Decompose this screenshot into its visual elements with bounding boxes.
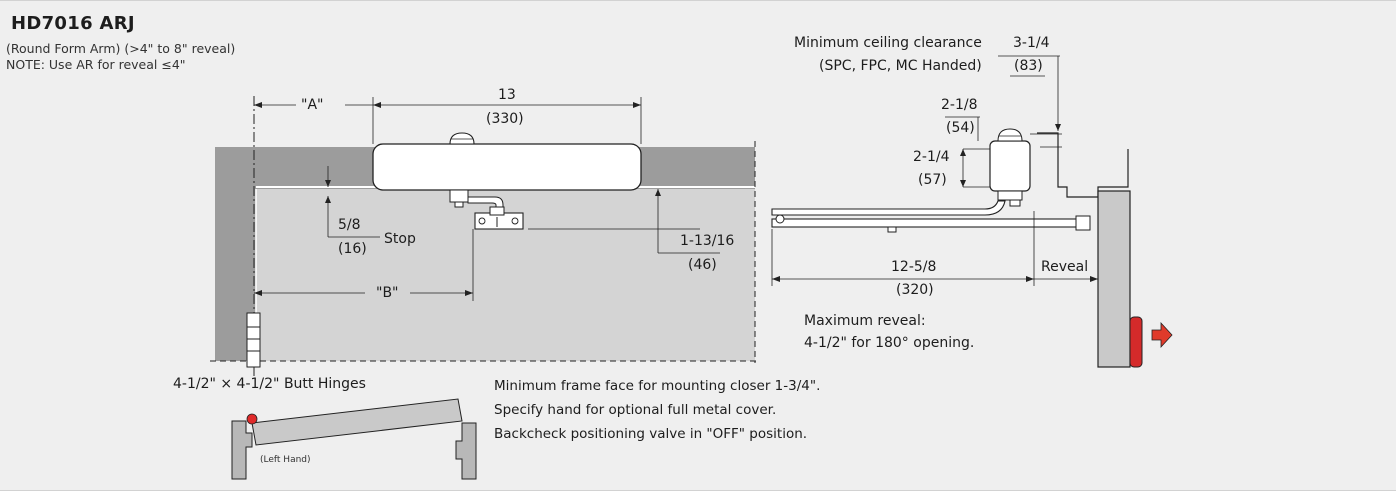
max-reveal-label: Maximum reveal: <box>804 313 926 329</box>
right-plan-view <box>771 55 1173 368</box>
left-elevation-view <box>210 96 760 376</box>
dim-1-13-16-label: 1-13/16 <box>680 233 735 249</box>
product-subtitle: (Round Form Arm) (>4" to 8" reveal) <box>6 41 236 56</box>
butt-hinge <box>246 312 261 368</box>
dim-330-label: (330) <box>486 111 524 127</box>
dim-12-5-8-label: 12-5/8 <box>891 259 937 275</box>
dim-83-label: (83) <box>1014 58 1043 74</box>
swing-arrow <box>1151 321 1173 349</box>
dim-13-label: 13 <box>498 87 516 103</box>
hinge-pin <box>1129 316 1143 368</box>
note-metal-cover: Specify hand for optional full metal cov… <box>494 402 777 418</box>
ceiling-clearance-label: Minimum ceiling clearance <box>794 35 982 51</box>
dim-2-1-4-label: 2-1/4 <box>913 149 950 165</box>
product-title: HD7016 ARJ <box>11 13 135 34</box>
dim-5-8-label: 5/8 <box>338 217 361 233</box>
dim-3-1-4-label: 3-1/4 <box>1013 35 1050 51</box>
max-reveal-value: 4-1/2" for 180° opening. <box>804 335 975 351</box>
dim-57-label: (57) <box>918 172 947 188</box>
door-leaf <box>251 398 463 446</box>
closer-body <box>372 143 642 191</box>
pivot-dot <box>246 413 258 425</box>
dim-16-label: (16) <box>338 241 367 257</box>
reveal-label: Reveal <box>1041 259 1089 275</box>
ceiling-clearance-models: (SPC, FPC, MC Handed) <box>819 58 982 74</box>
dim-2-1-8-label: 2-1/8 <box>941 97 978 113</box>
hand-view <box>231 398 477 480</box>
dim-320-label: (320) <box>896 282 934 298</box>
product-note: NOTE: Use AR for reveal ≤4" <box>6 57 186 72</box>
dim-a-label: "A" <box>301 97 324 113</box>
dim-54-label: (54) <box>946 120 975 136</box>
note-frame-face: Minimum frame face for mounting closer 1… <box>494 378 821 394</box>
dim-46-label: (46) <box>688 257 717 273</box>
dim-b-label: "B" <box>376 285 399 301</box>
left-hand-label: (Left Hand) <box>260 455 311 465</box>
stop-label: Stop <box>384 231 416 247</box>
hinges-label: 4-1/2" × 4-1/2" Butt Hinges <box>173 376 366 392</box>
closer-side <box>989 140 1031 192</box>
door-edge <box>1097 190 1131 368</box>
note-backcheck: Backcheck positioning valve in "OFF" pos… <box>494 426 808 442</box>
